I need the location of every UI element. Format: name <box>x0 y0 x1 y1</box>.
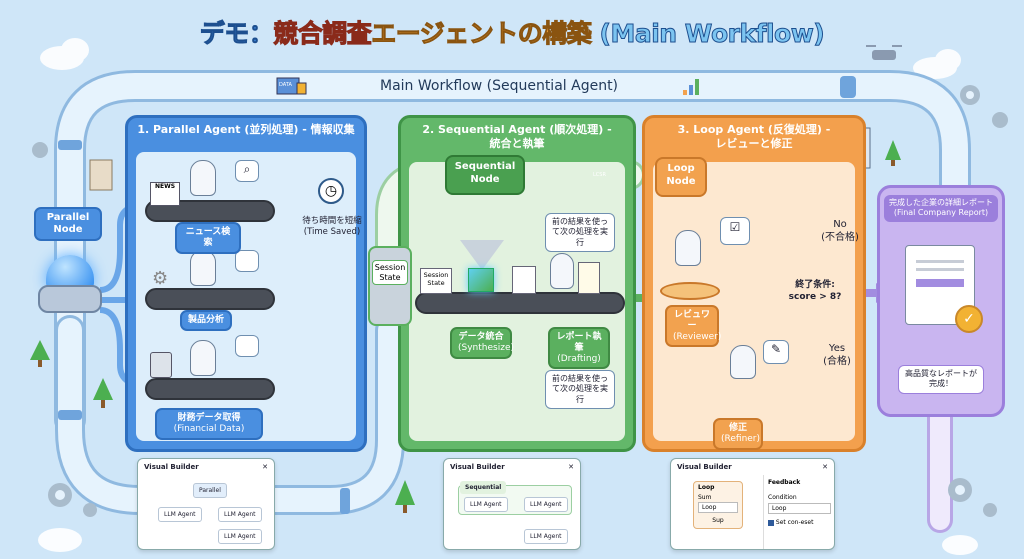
data-cube-icon <box>468 268 494 292</box>
note-bubble: 前の結果を使って次の処理を実行 <box>545 370 615 410</box>
panel-title: 2. Sequential Agent (順次処理) -統合と執筆 <box>422 123 612 150</box>
session-state-label: Session State <box>372 260 408 286</box>
robot-icon <box>190 160 216 196</box>
parallel-node-label: Parallel Node <box>34 207 102 241</box>
drone-icon <box>866 45 902 60</box>
checkbox[interactable] <box>768 519 774 526</box>
builder-node[interactable]: LLM Agent <box>218 529 262 544</box>
page-title: デモ：競合調査エージェントの構築 (Main Workflow) <box>199 19 825 49</box>
conveyor-belt <box>145 378 275 400</box>
builder-node[interactable]: LLM Agent <box>218 507 262 522</box>
tree-icon <box>30 140 901 513</box>
reviewer-label[interactable]: レビュワー(Reviewer) <box>665 305 721 348</box>
truck-label: LCSR <box>593 172 606 178</box>
conveyor-belt <box>145 288 275 310</box>
sequential-node[interactable]: Sequential Node <box>445 155 525 195</box>
builder-node-parallel[interactable]: Parallel <box>193 483 227 498</box>
stopwatch-icon: ◷ <box>318 178 344 204</box>
robot-icon <box>550 253 574 289</box>
bar-chart-icon <box>683 79 699 95</box>
funnel-icon <box>460 240 504 270</box>
session-state-doc: Session State <box>420 268 452 294</box>
refiner-label[interactable]: 修正(Refiner) <box>713 418 763 450</box>
close-icon[interactable]: ✕ <box>262 463 268 471</box>
task-product-analysis[interactable]: 製品分析 <box>180 310 232 331</box>
task-financial-data[interactable]: 財務データ取得(Financial Data) <box>155 408 263 440</box>
time-saved-note: 待ち時間を短縮(Time Saved) <box>302 216 362 238</box>
reviewer-pedestal <box>660 282 720 300</box>
builder-node-sequential[interactable]: Sequential <box>460 481 507 494</box>
approved-badge-icon: ✓ <box>955 305 983 333</box>
visual-builder-sequential[interactable]: Visual Builder ✕ Sequential LLM Agent LLM… <box>443 458 581 550</box>
parallel-node-orb[interactable] <box>38 255 102 315</box>
builder-node-loop[interactable]: Loop Sum Loop Sup <box>693 481 743 529</box>
visual-builder-parallel[interactable]: Visual Builder ✕ Parallel LLM Agent LLM A… <box>137 458 275 550</box>
builder-node[interactable]: LLM Agent <box>524 529 568 544</box>
magnifier-icon: ⌕ <box>235 160 259 182</box>
refiner-robot-icon <box>730 345 756 379</box>
close-icon[interactable]: ✕ <box>568 463 574 471</box>
completion-bubble: 高品質なレポートが完成！ <box>898 365 984 394</box>
calculator-icon <box>150 352 172 378</box>
step-drafting[interactable]: レポート執筆(Drafting) <box>548 327 610 370</box>
robot-icon <box>190 340 216 376</box>
chart-icon <box>235 335 259 357</box>
main-pipe-label: Main Workflow (Sequential Agent) <box>380 78 619 94</box>
no-label: No(不合格) <box>821 219 859 243</box>
builder-title: Visual Builder <box>144 463 199 471</box>
conveyor-belt <box>415 292 625 314</box>
builder-title: Visual Builder <box>450 463 505 471</box>
session-state-joint[interactable]: Session State <box>368 246 412 326</box>
gear-chart-icon: ⚙ <box>152 268 169 289</box>
builder-node[interactable]: LLM Agent <box>158 507 202 522</box>
robot-icon <box>190 250 216 286</box>
reviewer-robot-icon <box>675 230 701 266</box>
final-report-title: 完成した企業の詳細レポート(Final Company Report) <box>884 195 998 222</box>
step-synthesize[interactable]: データ統合(Synthesize) <box>450 327 514 359</box>
document-icon <box>512 266 536 294</box>
builder-title: Visual Builder <box>677 463 732 471</box>
close-icon[interactable]: ✕ <box>822 463 828 471</box>
note-bubble: 前の結果を使って次の処理を実行 <box>545 213 615 253</box>
chart-icon <box>235 250 259 272</box>
eraser-icon: ✎ <box>763 340 789 364</box>
loop-node[interactable]: Loop Node <box>655 157 707 197</box>
loop-select[interactable]: Loop <box>698 502 738 513</box>
yes-label: Yes(合格) <box>823 343 851 367</box>
scroll-icon <box>578 262 600 294</box>
panel-title: 1. Parallel Agent (並列処理) - 情報収集 <box>137 123 355 136</box>
truck-label: DATA <box>279 82 292 88</box>
cloud-icon <box>38 38 978 555</box>
checklist-icon: ☑ <box>720 217 750 245</box>
news-icon: NEWS <box>150 182 180 206</box>
builder-node[interactable]: LLM Agent <box>524 497 568 512</box>
feedback-sidebar: Feedback Condition Loop Set con-eset <box>763 475 835 549</box>
builder-node[interactable]: LLM Agent <box>464 497 508 512</box>
loop-condition: 終了条件:score > 8? <box>788 280 842 302</box>
panel-title: 3. Loop Agent (反復処理) -レビューと修正 <box>677 123 831 150</box>
condition-select[interactable]: Loop <box>768 503 831 514</box>
visual-builder-loop[interactable]: Visual Builder ✕ Loop Sum Loop Sup Feedba… <box>670 458 835 550</box>
task-news-search[interactable]: ニュース検索 <box>175 222 241 254</box>
